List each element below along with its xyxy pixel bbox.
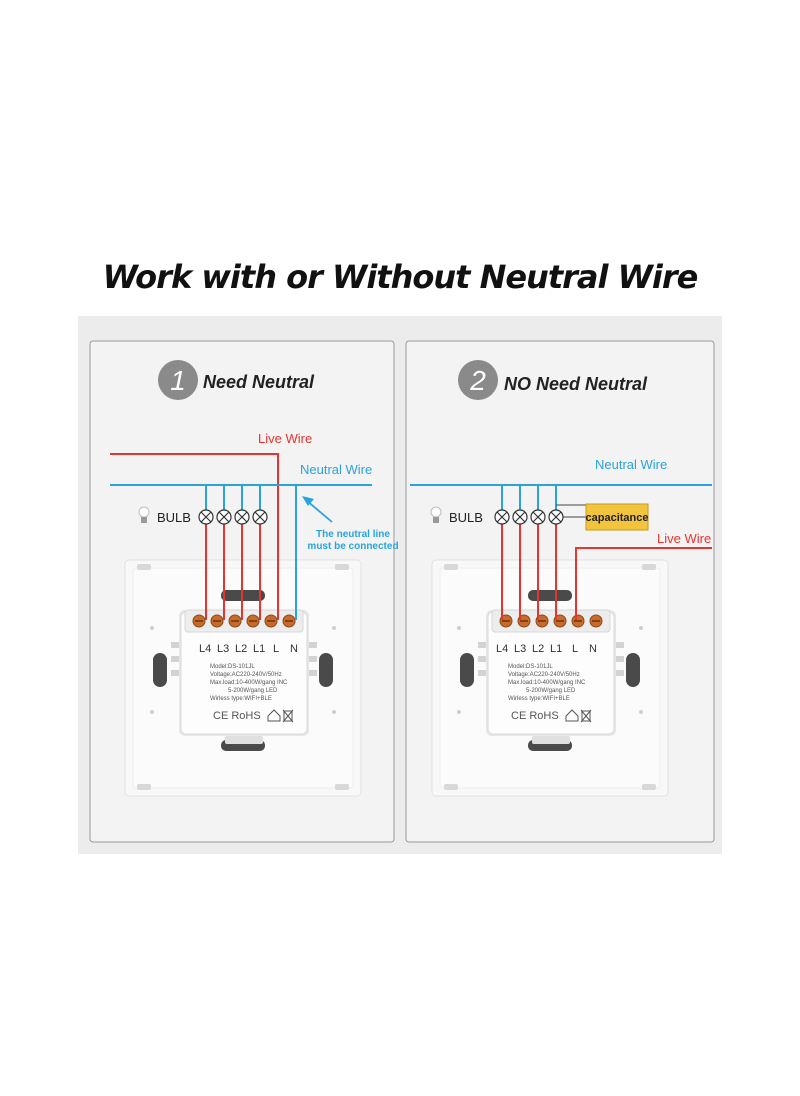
live-wire-label: Live Wire <box>258 431 312 446</box>
capacitance-box <box>585 503 649 531</box>
terminal-label: L <box>273 643 279 655</box>
cert-marks: CE RoHS <box>511 710 559 722</box>
live-wire <box>575 547 712 620</box>
bulb-icon <box>430 506 442 523</box>
bulb-label: BULB <box>449 510 483 525</box>
lamp-x-icon <box>530 509 546 525</box>
wireless-text: Wirless type:WIFI+BLE <box>508 696 570 702</box>
cert-marks: CE RoHS <box>213 710 261 722</box>
voltage-text: Voltage:AC220-240V/50Hz <box>210 672 282 678</box>
terminal-label: L2 <box>532 643 544 655</box>
step-badge-2 <box>458 360 498 400</box>
weee-icon <box>580 709 592 723</box>
bulb-label: BULB <box>157 510 191 525</box>
terminal-label: L3 <box>217 643 229 655</box>
live-wire-label: Live Wire <box>657 531 711 546</box>
lamp-x-icon <box>494 509 510 525</box>
switch-module-label-right: L4 L3 L2 L1 L N Model:DS-101JL Voltage:A… <box>496 643 597 723</box>
switch-plate-right <box>431 559 669 797</box>
neutral-note-line2: must be connected <box>307 541 398 552</box>
terminal-label: L1 <box>550 643 562 655</box>
terminal-label: N <box>589 643 597 655</box>
terminal-label: L2 <box>235 643 247 655</box>
panel-need-neutral: 1 Need Neutral Live Wire Neutral Wire BU… <box>89 340 399 843</box>
capacitance-label: capacitance <box>586 512 649 524</box>
voltage-text: Voltage:AC220-240V/50Hz <box>508 672 580 678</box>
neutral-note-line1: The neutral line <box>316 529 390 540</box>
wireless-text: Wirless type:WIFI+BLE <box>210 696 272 702</box>
neutral-wire-label: Neutral Wire <box>595 457 667 472</box>
lamp-x-icon <box>548 509 564 525</box>
terminal-label: L <box>572 643 578 655</box>
page-title: Work with or Without Neutral Wire <box>102 258 699 296</box>
terminal-label: N <box>290 643 298 655</box>
terminal-label: L3 <box>514 643 526 655</box>
lamp-x-icon <box>252 509 268 525</box>
step-badge-1 <box>158 360 198 400</box>
live-wire <box>110 453 279 620</box>
model-text: Model:DS-101JL <box>210 664 255 670</box>
lamp-x-icon <box>234 509 250 525</box>
step-number-2: 2 <box>469 365 486 396</box>
panel-heading-need-neutral: Need Neutral <box>203 372 315 392</box>
max-load-text: Max.load:10-400W/gang INC <box>508 680 586 686</box>
weee-icon <box>282 709 294 723</box>
panel-no-need-neutral: 2 NO Need Neutral Neutral Wire Live Wire… <box>405 340 715 843</box>
bulb-icon <box>138 506 150 523</box>
terminal-label: L4 <box>496 643 508 655</box>
model-text: Model:DS-101JL <box>508 664 553 670</box>
lamp-x-icon <box>198 509 214 525</box>
lamp-x-icon <box>512 509 528 525</box>
terminal-label: L4 <box>199 643 211 655</box>
house-icon <box>565 709 579 722</box>
max-load-text-2: 5-200W/gang LED <box>228 688 278 694</box>
lamp-x-icon <box>216 509 232 525</box>
house-icon <box>267 709 281 722</box>
max-load-text-2: 5-200W/gang LED <box>526 688 576 694</box>
panel-heading-no-need-neutral: NO Need Neutral <box>504 374 648 394</box>
max-load-text: Max.load:10-400W/gang INC <box>210 680 288 686</box>
arrow-icon <box>302 496 333 523</box>
neutral-wire-label: Neutral Wire <box>300 462 372 477</box>
step-number-1: 1 <box>170 365 186 396</box>
switch-module-label-left: L4 L3 L2 L1 L N Model:DS-101JL Voltage:A… <box>199 643 298 723</box>
terminal-label: L1 <box>253 643 265 655</box>
